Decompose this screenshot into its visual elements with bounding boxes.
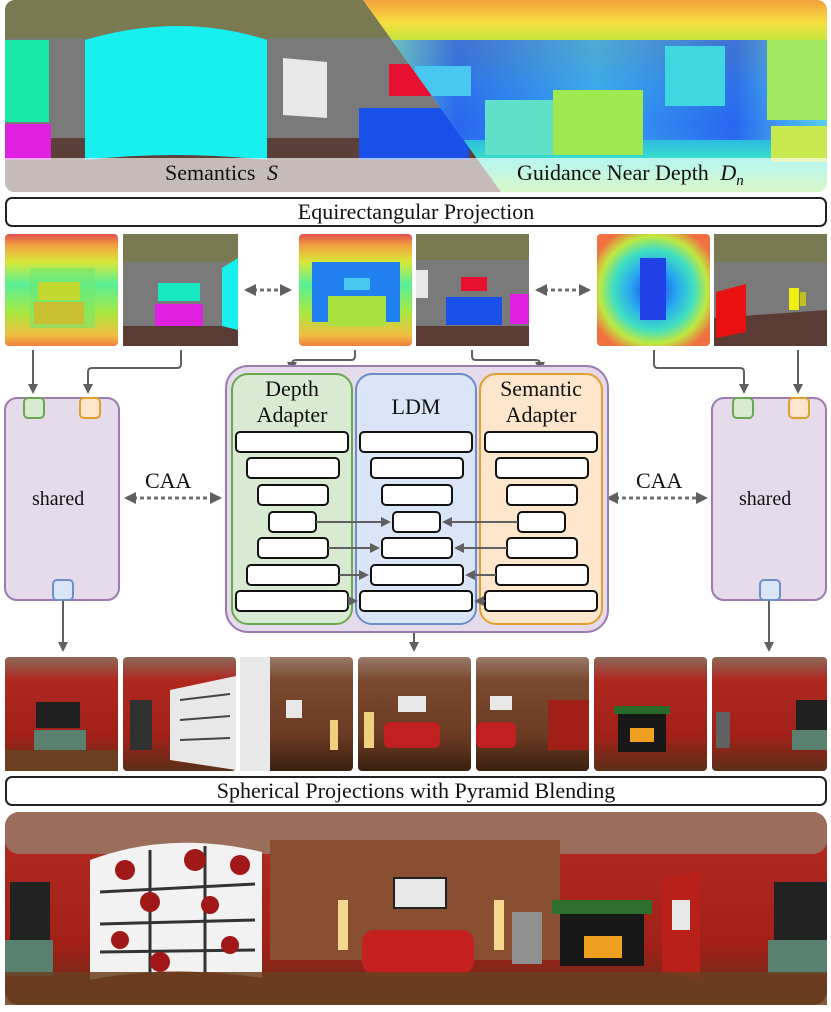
semantic-adapter-label: Semantic Adapter [480, 376, 602, 428]
view-depth-2 [299, 234, 412, 346]
equirect-label: Equirectangular Projection [297, 199, 535, 224]
depth-symbol: D [720, 160, 737, 185]
view-semantic-3 [714, 234, 827, 346]
caa-label-right: CAA [636, 468, 683, 493]
depth-adapter-line2: Adapter [256, 402, 328, 427]
generated-views [5, 657, 827, 771]
semantic-adapter-line2: Adapter [505, 402, 577, 427]
spherical-band: Spherical Projections with Pyramid Blend… [5, 776, 827, 806]
shared-label-right: shared [739, 488, 792, 510]
semantic-adapter-line1: Semantic [500, 376, 582, 401]
depth-subscript: n [736, 173, 744, 190]
final-panorama [5, 812, 827, 1005]
shared-label-left: shared [32, 488, 85, 510]
depth-adapter-line1: Depth [265, 376, 319, 401]
adapter-arrows [316, 517, 518, 606]
layer-blocks [235, 431, 598, 612]
ldm-label: LDM [391, 394, 441, 419]
shared-box-right [711, 397, 827, 601]
view-semantic-1 [123, 234, 238, 346]
view-semantic-2 [416, 234, 529, 346]
shared-box-left [4, 397, 120, 601]
semantics-symbol: S [266, 160, 278, 185]
view-depth-1 [5, 234, 118, 346]
top-panorama: Semantics S Guidance Near Depth Dn [5, 0, 827, 192]
connectors [28, 350, 803, 652]
caa-label-left: CAA [145, 468, 192, 493]
equirect-band: Equirectangular Projection [5, 197, 827, 227]
spherical-label: Spherical Projections with Pyramid Blend… [216, 778, 616, 803]
view-depth-3 [597, 234, 710, 346]
depth-adapter-label: Depth Adapter [232, 376, 352, 428]
depth-label: Guidance Near Depth Dn [517, 160, 744, 190]
semantics-label: Semantics S [165, 160, 278, 185]
semantics-depth-image [5, 0, 827, 192]
